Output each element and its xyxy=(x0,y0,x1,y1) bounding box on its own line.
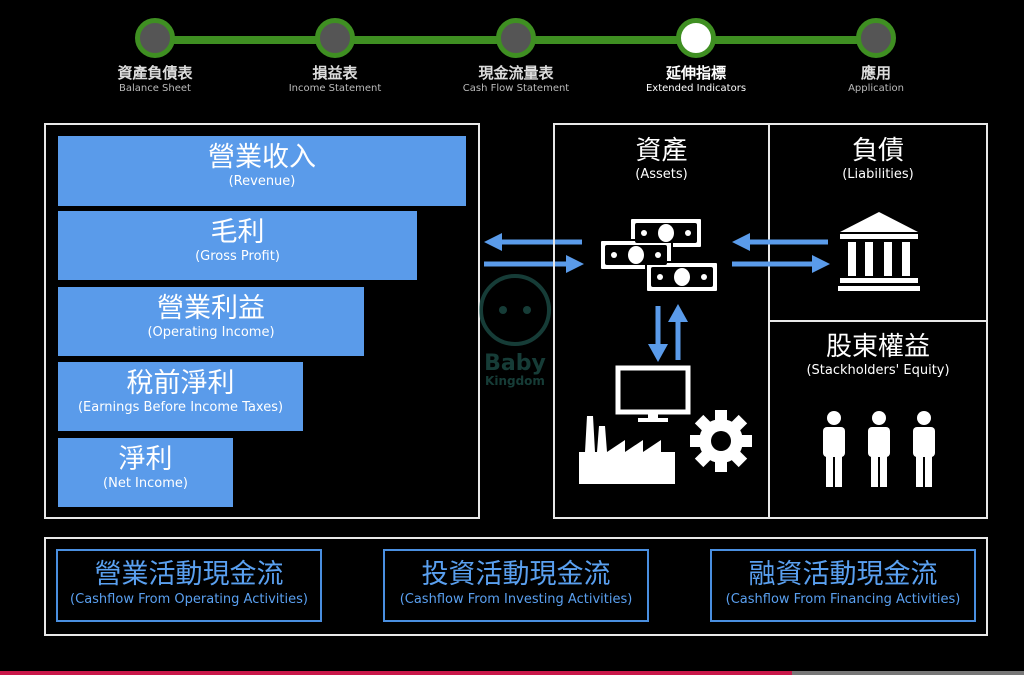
bar-sublabel: (Operating Income) xyxy=(147,325,275,340)
equity-label: 股東權益 xyxy=(825,332,930,362)
step-label: 延伸指標 xyxy=(665,64,726,82)
step-dot xyxy=(496,18,536,58)
step-extended-indicators[interactable]: 延伸指標 Extended Indicators xyxy=(616,18,776,96)
assets-title: 資產 (Assets) xyxy=(555,136,768,184)
step-cash-flow[interactable]: 現金流量表 Cash Flow Statement xyxy=(436,18,596,96)
cashflow-sublabel: (Cashflow From Investing Activities) xyxy=(399,592,633,607)
money-icon xyxy=(599,217,719,293)
baby-face-icon xyxy=(479,274,551,346)
step-income-statement[interactable]: 損益表 Income Statement xyxy=(255,18,415,96)
video-progress-remaining[interactable] xyxy=(792,671,1024,675)
step-dot xyxy=(135,18,175,58)
watermark-logo: Baby Kingdom xyxy=(460,270,570,388)
bar-sublabel: (Revenue) xyxy=(228,174,296,189)
assets-sublabel: (Assets) xyxy=(635,167,688,182)
cashflow-financing: 融資活動現金流 (Cashflow From Financing Activit… xyxy=(710,549,976,622)
step-sublabel: Cash Flow Statement xyxy=(462,83,570,94)
income-statement-panel xyxy=(44,123,480,519)
cashflow-label: 投資活動現金流 xyxy=(421,559,611,590)
bar-ebit: 稅前淨利 (Earnings Before Income Taxes) xyxy=(58,362,303,431)
bank-icon xyxy=(838,212,920,291)
equity-sublabel: (Stackholders' Equity) xyxy=(806,363,950,378)
bar-sublabel: (Earnings Before Income Taxes) xyxy=(77,400,284,415)
equity-title: 股東權益 (Stackholders' Equity) xyxy=(770,332,986,380)
liabilities-sublabel: (Liabilities) xyxy=(842,167,914,182)
step-sublabel: Application xyxy=(848,83,904,94)
step-dot xyxy=(315,18,355,58)
gear-icon xyxy=(690,410,752,472)
step-label: 資產負債表 xyxy=(117,64,193,82)
step-sublabel: Income Statement xyxy=(288,83,382,94)
cashflow-sublabel: (Cashflow From Operating Activities) xyxy=(70,592,308,607)
bar-label: 稅前淨利 xyxy=(126,368,235,399)
exchange-arrows-right xyxy=(732,233,830,273)
step-application[interactable]: 應用 Application xyxy=(796,18,956,96)
vertical-arrows xyxy=(648,304,688,362)
bar-sublabel: (Gross Profit) xyxy=(195,249,280,264)
video-progress-bar[interactable] xyxy=(0,671,792,675)
step-dot-active xyxy=(676,18,716,58)
liabilities-title: 負債 (Liabilities) xyxy=(770,136,986,184)
bar-sublabel: (Net Income) xyxy=(103,476,188,491)
step-label: 應用 xyxy=(860,64,891,82)
bar-label: 營業利益 xyxy=(157,293,265,324)
step-dot xyxy=(856,18,896,58)
cashflow-label: 融資活動現金流 xyxy=(748,559,938,590)
liabilities-label: 負債 xyxy=(851,136,904,166)
assets-label: 資產 xyxy=(635,136,688,166)
watermark-subtext: Kingdom xyxy=(485,374,545,388)
cashflow-operating: 營業活動現金流 (Cashflow From Operating Activit… xyxy=(56,549,322,622)
cashflow-panel xyxy=(44,537,988,636)
people-icon xyxy=(823,411,935,487)
cashflow-investing: 投資活動現金流 (Cashflow From Investing Activit… xyxy=(383,549,649,622)
step-sublabel: Balance Sheet xyxy=(119,83,191,94)
divider xyxy=(768,320,988,322)
step-label: 損益表 xyxy=(312,64,358,82)
bar-gross-profit: 毛利 (Gross Profit) xyxy=(58,211,417,280)
bar-label: 淨利 xyxy=(118,444,173,475)
factory-icon xyxy=(579,416,675,484)
cashflow-label: 營業活動現金流 xyxy=(94,559,284,590)
step-balance-sheet[interactable]: 資產負債表 Balance Sheet xyxy=(75,18,235,96)
exchange-arrows-left xyxy=(484,233,584,273)
step-label: 現金流量表 xyxy=(478,64,554,82)
monitor-icon xyxy=(615,365,691,422)
bar-revenue: 營業收入 (Revenue) xyxy=(58,136,466,206)
watermark-text: Baby xyxy=(484,351,546,376)
cashflow-sublabel: (Cashflow From Financing Activities) xyxy=(725,592,961,607)
step-sublabel: Extended Indicators xyxy=(645,83,747,94)
bar-operating-income: 營業利益 (Operating Income) xyxy=(58,287,364,356)
bar-label: 毛利 xyxy=(210,217,265,248)
bar-net-income: 淨利 (Net Income) xyxy=(58,438,233,507)
bar-label: 營業收入 xyxy=(208,142,316,173)
